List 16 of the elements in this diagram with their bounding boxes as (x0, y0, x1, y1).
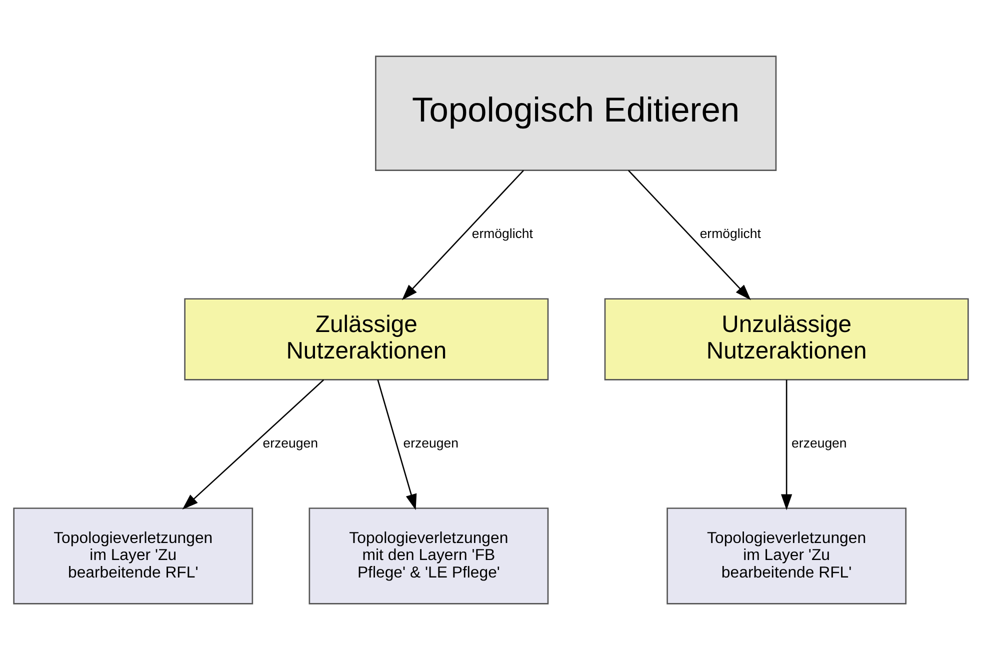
edge-label: ermöglicht (700, 226, 761, 241)
arrow (182, 379, 324, 510)
edge-label: erzeugen (792, 435, 847, 450)
node-box: Zulässige Nutzeraktionen (184, 298, 549, 380)
node-box: Topologieverletzungen im Layer 'Zu bearbeitende RFL' (666, 508, 907, 604)
node-box: Topologieverletzungen im Layer 'Zu bearbeitende RFL' (13, 508, 254, 604)
node-box: Topologisch Editieren (375, 56, 777, 171)
node-box: Topologieverletzungen mit den Layern 'FB Pflege' & 'LE Pflege' (308, 508, 549, 604)
edge-label: erzeugen (262, 435, 318, 450)
node-box: Unzulässige Nutzeraktionen (604, 298, 969, 380)
edge-label: erzeugen (403, 435, 458, 450)
arrow (781, 380, 792, 510)
arrow (377, 380, 417, 510)
arrow (628, 170, 751, 300)
edge-label: ermöglicht (472, 226, 533, 241)
arrow (402, 170, 524, 300)
